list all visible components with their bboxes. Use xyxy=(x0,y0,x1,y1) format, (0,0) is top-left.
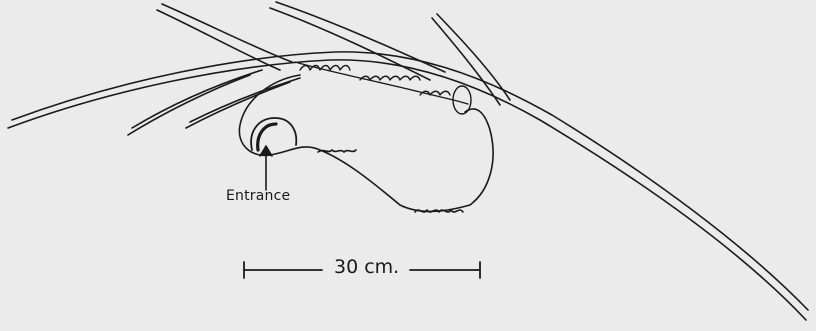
nest-attachment xyxy=(295,62,471,114)
leaflet-upper-middle xyxy=(270,2,445,80)
leaflet-lower-middle xyxy=(186,78,300,128)
entrance-arrow xyxy=(260,146,272,190)
main-frond xyxy=(8,52,808,320)
scale-label: 30 cm. xyxy=(334,256,399,278)
nest-entrance xyxy=(251,118,296,150)
leaflet-upper-left xyxy=(157,4,292,70)
entrance-label: Entrance xyxy=(226,188,290,204)
